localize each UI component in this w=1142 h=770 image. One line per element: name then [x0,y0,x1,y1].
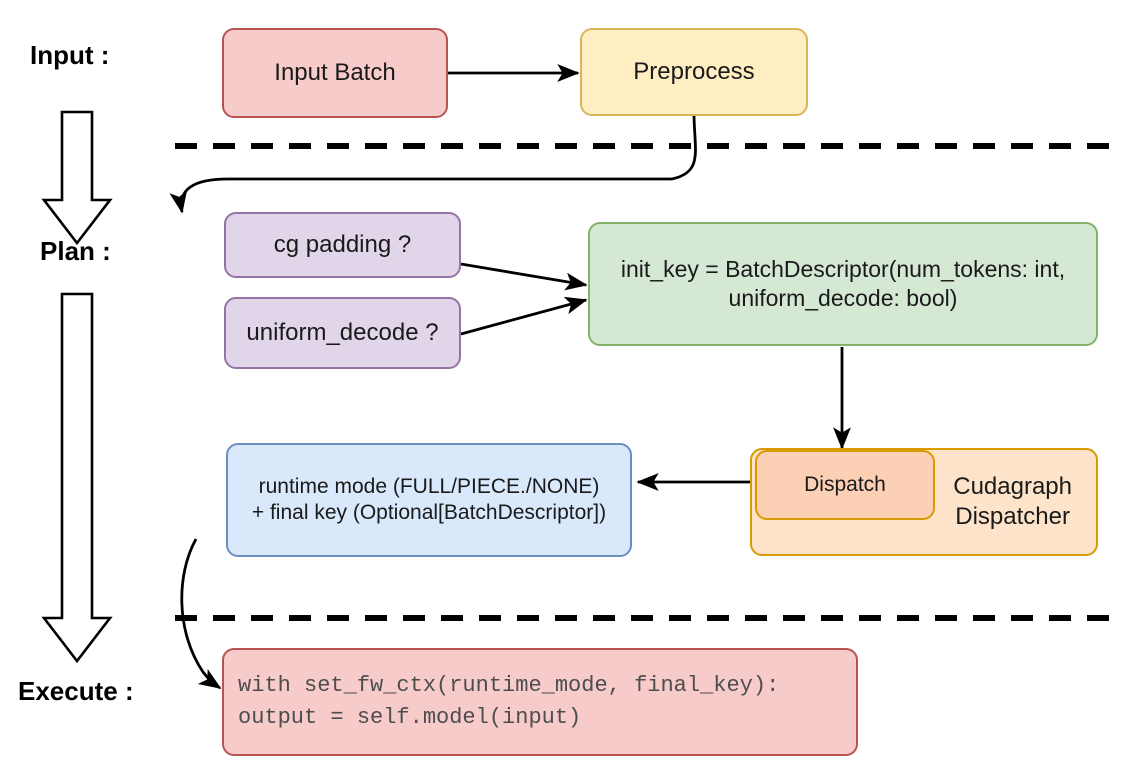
node-init-key[interactable]: init_key = BatchDescriptor(num_tokens: i… [588,222,1098,346]
input-to-plan-block-arrow [41,110,113,246]
node-input-batch[interactable]: Input Batch [222,28,448,118]
node-cg-padding-label: cg padding ? [273,231,412,258]
node-preprocess[interactable]: Preprocess [580,28,808,116]
node-input-batch-label: Input Batch [274,59,396,86]
node-uniform-decode-label: uniform_decode ? [246,319,439,346]
preprocess-to-cg-padding-arrow [169,112,697,214]
node-uniform-decode[interactable]: uniform_decode ? [224,297,461,369]
node-runtime-mode-label: runtime mode (FULL/PIECE./NONE) + final … [251,474,607,524]
node-execute-code[interactable]: with set_fw_ctx(runtime_mode, final_key)… [222,648,858,756]
node-dispatch-label: Dispatch [804,472,886,496]
uniform-decode-to-init-key-arrow [460,296,588,336]
node-cudagraph-dispatcher-label: Cudagraph Dispatcher [953,473,1072,530]
node-init-key-label: init_key = BatchDescriptor(num_tokens: i… [620,256,1066,311]
node-runtime-mode[interactable]: runtime mode (FULL/PIECE./NONE) + final … [226,443,632,557]
plan-to-execute-block-arrow [41,292,113,664]
stage-label-plan: Plan : [40,236,111,266]
stage-label-execute: Execute : [18,676,134,706]
node-execute-code-label: with set_fw_ctx(runtime_mode, final_key)… [238,673,780,730]
cg-padding-to-init-key-arrow [460,262,588,291]
node-dispatch[interactable]: Dispatch [755,450,935,520]
runtime-mode-to-execute-code-arrow [180,538,222,690]
node-cg-padding[interactable]: cg padding ? [224,212,461,278]
stage-label-input: Input : [30,40,110,70]
node-preprocess-label: Preprocess [633,58,755,85]
